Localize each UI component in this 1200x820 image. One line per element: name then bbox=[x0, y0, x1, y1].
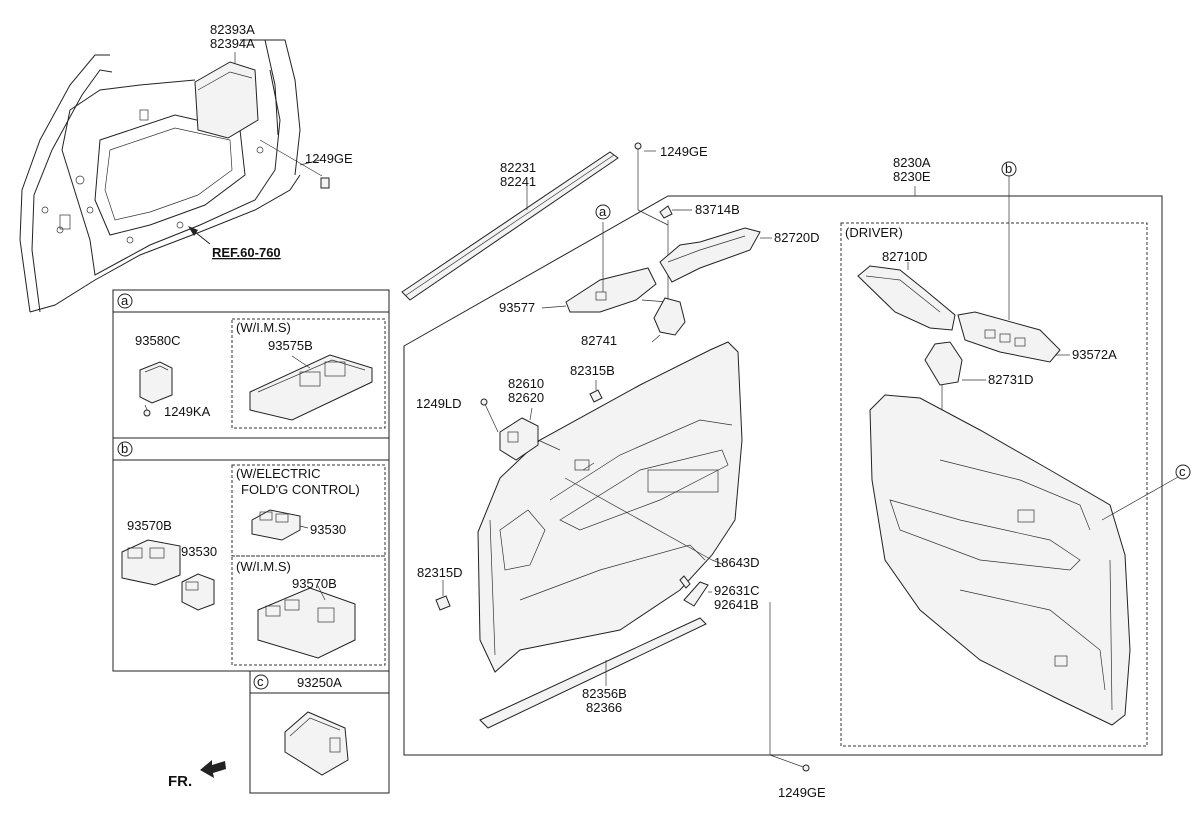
callout-a-panel: a bbox=[117, 293, 133, 309]
part-door-trim-driver bbox=[869, 394, 1131, 726]
part-clip-82315B bbox=[589, 380, 603, 403]
label-wims-a: (W/I.M.S) bbox=[236, 320, 291, 335]
label-82231: 82231 bbox=[500, 160, 536, 175]
part-cover-93577 bbox=[541, 222, 669, 313]
part-clip-82315D bbox=[435, 580, 451, 611]
label-18643D: 18643D bbox=[714, 555, 760, 570]
part-armrest-82720D bbox=[659, 227, 772, 283]
part-handle-82741 bbox=[651, 297, 686, 343]
label-82315B: 82315B bbox=[570, 363, 615, 378]
label-welectric-1: (W/ELECTRIC bbox=[236, 466, 321, 481]
label-1249KA: 1249KA bbox=[164, 404, 211, 419]
front-direction-arrow bbox=[200, 760, 226, 778]
label-82356B: 82356B bbox=[582, 686, 627, 701]
label-93580C: 93580C bbox=[135, 333, 181, 348]
label-82710D: 82710D bbox=[882, 249, 928, 264]
label-1249GE-bottom: 1249GE bbox=[778, 785, 826, 800]
detail-panel-c bbox=[249, 670, 390, 794]
part-screw-1249GE-mid bbox=[634, 142, 669, 226]
ref-60-760[interactable]: REF.60-760 bbox=[212, 245, 281, 260]
callout-c-main-label: c bbox=[1179, 464, 1186, 479]
label-82393A: 82393A bbox=[210, 22, 255, 37]
label-fr: FR. bbox=[168, 773, 192, 790]
part-handle-82610 bbox=[480, 398, 561, 461]
label-82394A: 82394A bbox=[210, 36, 255, 51]
label-1249LD: 1249LD bbox=[416, 396, 462, 411]
part-lamp-92631C bbox=[679, 575, 712, 607]
label-82610: 82610 bbox=[508, 376, 544, 391]
part-armrest-82710D bbox=[857, 262, 956, 331]
callout-c-main: c bbox=[1101, 464, 1191, 521]
callout-b-main: b bbox=[1001, 161, 1017, 320]
label-93577: 93577 bbox=[499, 300, 535, 315]
callout-c-panel: c bbox=[253, 674, 269, 690]
label-93530-left: 93530 bbox=[181, 544, 217, 559]
part-door-trim-left bbox=[477, 341, 743, 673]
label-82720D: 82720D bbox=[774, 230, 820, 245]
door-frame-illustration bbox=[19, 39, 330, 313]
label-wims-b: (W/I.M.S) bbox=[236, 559, 291, 574]
label-driver: (DRIVER) bbox=[845, 225, 903, 240]
label-1249GE-top: 1249GE bbox=[305, 151, 353, 166]
label-92631C: 92631C bbox=[714, 583, 760, 598]
label-93570B-left: 93570B bbox=[127, 518, 172, 533]
label-1249GE-mid: 1249GE bbox=[660, 144, 708, 159]
label-93575B: 93575B bbox=[268, 338, 313, 353]
label-82620: 82620 bbox=[508, 390, 544, 405]
label-8230A: 8230A bbox=[893, 155, 931, 170]
callout-a-main: a bbox=[595, 204, 611, 220]
label-93250A: 93250A bbox=[297, 675, 342, 690]
label-82731D: 82731D bbox=[988, 372, 1034, 387]
label-welectric-2: FOLD'G CONTROL) bbox=[241, 482, 360, 497]
callout-c-label: c bbox=[257, 674, 264, 689]
label-93572A: 93572A bbox=[1072, 347, 1117, 362]
label-82315D: 82315D bbox=[417, 565, 463, 580]
part-weatherstrip-82231 bbox=[401, 151, 619, 301]
part-lamp-18643D bbox=[564, 477, 723, 565]
main-assembly-frame bbox=[403, 195, 1163, 756]
label-82241: 82241 bbox=[500, 174, 536, 189]
label-93570B-right: 93570B bbox=[292, 576, 337, 591]
label-8230E: 8230E bbox=[893, 169, 931, 184]
detail-panel-a bbox=[112, 289, 390, 439]
callout-a-label: a bbox=[121, 293, 129, 308]
callout-b-panel: b bbox=[117, 441, 133, 457]
label-83714B: 83714B bbox=[695, 202, 740, 217]
callout-b-main-label: b bbox=[1005, 161, 1012, 176]
label-82741: 82741 bbox=[581, 333, 617, 348]
label-93530-right: 93530 bbox=[310, 522, 346, 537]
label-92641B: 92641B bbox=[714, 597, 759, 612]
part-strip-82356B bbox=[479, 617, 707, 729]
callout-b-label: b bbox=[121, 441, 128, 456]
part-screw-1249GE-bottom bbox=[769, 602, 810, 772]
part-switch-panel-93572A bbox=[957, 311, 1070, 363]
callout-a-main-label: a bbox=[599, 204, 607, 219]
label-82366: 82366 bbox=[586, 700, 622, 715]
